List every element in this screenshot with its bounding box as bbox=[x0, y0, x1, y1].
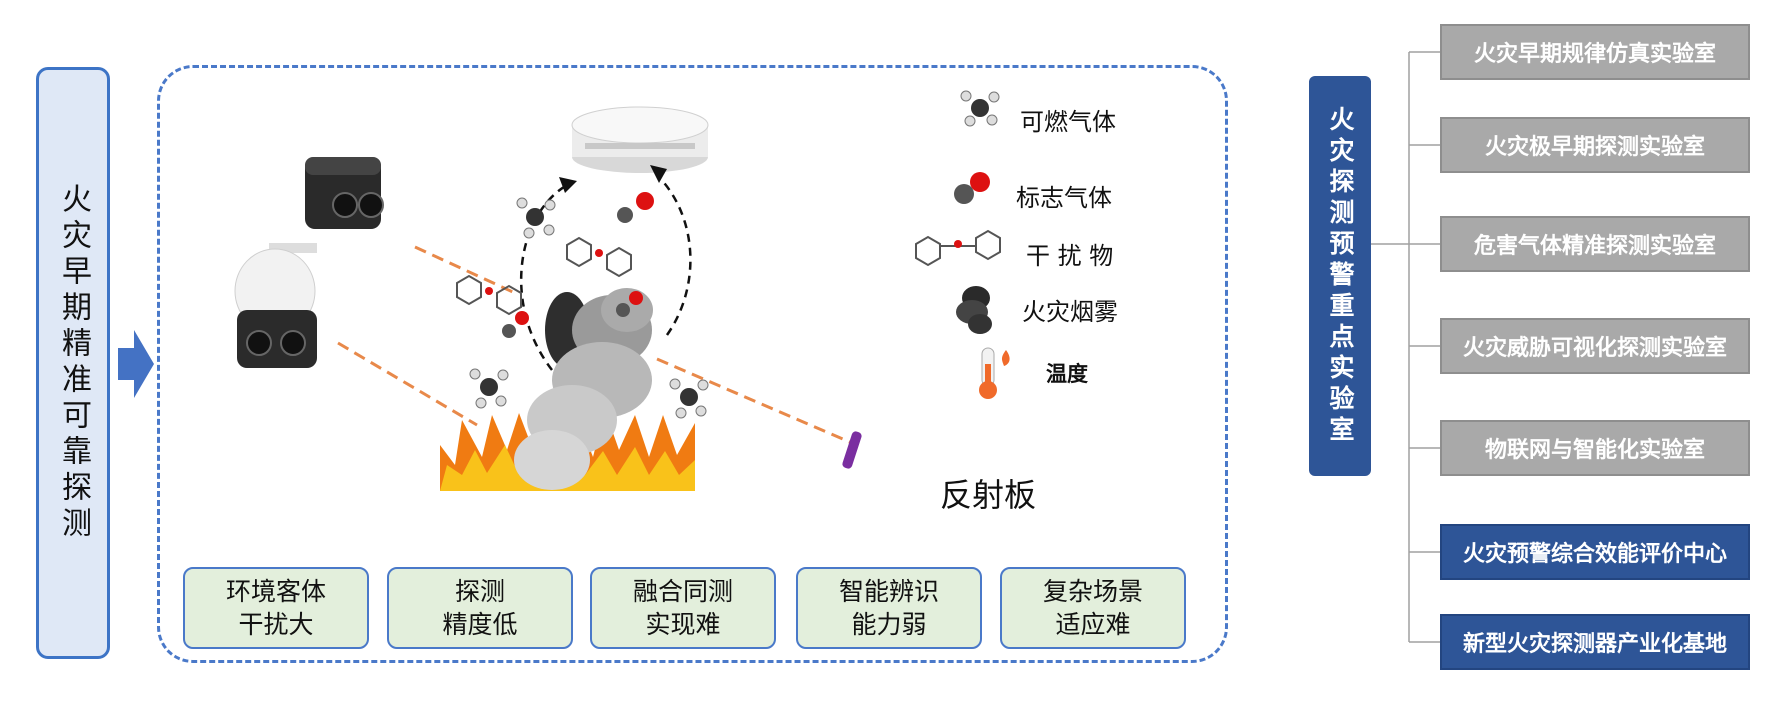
challenge-fusion: 融合同测 实现难 bbox=[590, 567, 776, 649]
fire-scene-illustration bbox=[234, 106, 862, 491]
challenge-scene-adaptation: 复杂场景 适应难 bbox=[1000, 567, 1186, 649]
left-title-text: 火灾早期精准可靠探测 bbox=[56, 183, 91, 543]
legend-co-icon bbox=[954, 172, 990, 204]
lab-industrialization-base: 新型火灾探测器产业化基地 bbox=[1440, 614, 1750, 670]
challenge-line1: 智能辨识 bbox=[838, 577, 939, 606]
methane-molecule-icon bbox=[516, 197, 556, 239]
lab-iot-intelligence: 物联网与智能化实验室 bbox=[1440, 420, 1750, 476]
lab-visualization: 火灾威胁可视化探测实验室 bbox=[1440, 318, 1750, 374]
lab-label: 火灾威胁可视化探测实验室 bbox=[1462, 336, 1727, 361]
challenge-line1: 探测 bbox=[454, 577, 505, 606]
reflector-plate-icon bbox=[842, 431, 862, 469]
ptz-camera-icon bbox=[234, 243, 317, 368]
lab-evaluation-center: 火灾预警综合效能评价中心 bbox=[1440, 524, 1750, 580]
lab-label: 危害气体精准探测实验室 bbox=[1473, 234, 1716, 259]
scenario-panel bbox=[157, 65, 1228, 663]
legend-methane-icon bbox=[960, 90, 1000, 127]
camera-sightline bbox=[414, 245, 516, 295]
lab-label: 火灾预警综合效能评价中心 bbox=[1462, 542, 1727, 567]
legend-label-flammable-gas: 可燃气体 bbox=[1020, 108, 1116, 136]
challenge-line1: 复杂场景 bbox=[1042, 577, 1143, 606]
tree-connector-lines bbox=[1371, 51, 1440, 643]
thermal-camera-icon bbox=[305, 157, 384, 229]
lab-hazardous-gas: 危害气体精准探测实验室 bbox=[1440, 216, 1750, 272]
challenge-line2: 能力弱 bbox=[851, 610, 927, 639]
challenge-line2: 适应难 bbox=[1055, 610, 1131, 639]
methane-molecule-icon bbox=[469, 368, 509, 409]
legend-label-interferent: 干 扰 物 bbox=[1026, 242, 1114, 270]
co-molecule-icon bbox=[617, 192, 654, 223]
ptz-sightline bbox=[337, 341, 478, 427]
interferent-molecule-icon bbox=[566, 236, 632, 278]
lab-label: 物联网与智能化实验室 bbox=[1484, 438, 1705, 463]
lab-simulation: 火灾早期规律仿真实验室 bbox=[1440, 24, 1750, 80]
lab-label: 火灾极早期探测实验室 bbox=[1484, 135, 1705, 160]
smoke-plume-icon bbox=[514, 288, 653, 490]
legend-label-fire-smoke: 火灾烟雾 bbox=[1022, 298, 1118, 326]
co-molecule-icon bbox=[502, 311, 529, 338]
challenge-line2: 实现难 bbox=[645, 610, 721, 639]
left-title-box: 火灾早期精准可靠探测 bbox=[36, 67, 110, 659]
reflector-label: 反射板 bbox=[940, 476, 1037, 514]
challenge-line2: 精度低 bbox=[442, 610, 518, 639]
challenge-line2: 干扰大 bbox=[238, 610, 314, 639]
legend-interferent-icon bbox=[915, 229, 1001, 267]
legend-thermometer-icon bbox=[979, 347, 1010, 399]
methane-molecule-icon bbox=[669, 378, 709, 419]
key-lab-node: 火灾探测预警重点实验室 bbox=[1309, 76, 1371, 476]
legend-smoke-icon bbox=[956, 286, 992, 334]
right-arrow-icon bbox=[118, 330, 154, 398]
challenge-interference: 环境客体 干扰大 bbox=[183, 567, 369, 649]
challenge-recognition: 智能辨识 能力弱 bbox=[796, 567, 982, 649]
key-lab-title: 火灾探测预警重点实验室 bbox=[1326, 105, 1355, 447]
interferent-molecule-icon bbox=[456, 274, 522, 316]
lab-very-early-detection: 火灾极早期探测实验室 bbox=[1440, 117, 1750, 173]
lab-label: 新型火灾探测器产业化基地 bbox=[1462, 632, 1727, 657]
reflector-beam bbox=[656, 357, 853, 445]
co-molecule-icon bbox=[616, 291, 643, 317]
challenge-precision: 探测 精度低 bbox=[387, 567, 573, 649]
challenge-line1: 融合同测 bbox=[632, 577, 733, 606]
legend-label-marker-gas: 标志气体 bbox=[1016, 184, 1112, 212]
lab-label: 火灾早期规律仿真实验室 bbox=[1473, 42, 1716, 67]
challenge-line1: 环境客体 bbox=[225, 577, 326, 606]
smoke-detector-icon bbox=[571, 106, 709, 173]
legend-label-temperature: 温度 bbox=[1046, 362, 1088, 386]
